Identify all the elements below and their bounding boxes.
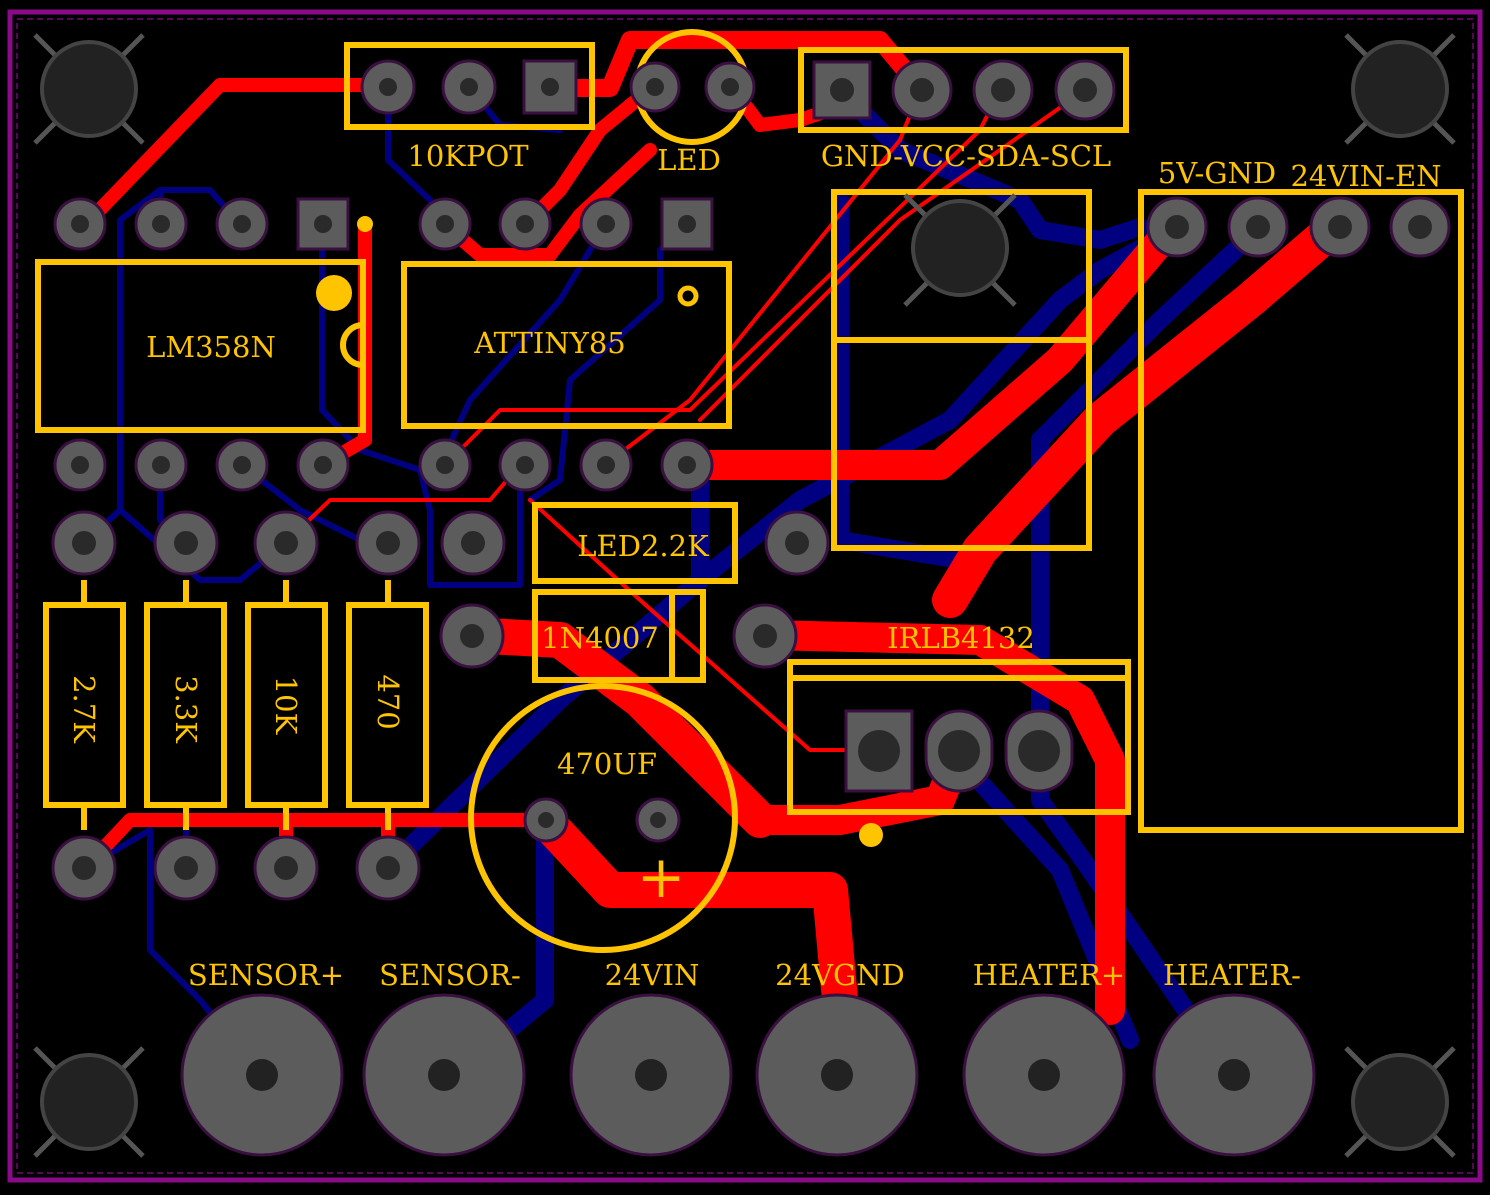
mcu-pin1-dot: [677, 285, 699, 307]
terminal-label-sensor-plus: SENSOR+: [188, 958, 344, 992]
diode-label: 1N4007: [541, 621, 659, 655]
opamp-outline: [35, 259, 366, 433]
enable-header-label: 24VIN-EN: [1290, 159, 1441, 193]
terminal-label-24vin: 24VIN: [605, 958, 700, 992]
terminal-label-24vgnd: 24VGND: [775, 958, 905, 992]
mounting-holes: [33, 33, 1456, 1158]
led-label: LED: [657, 143, 721, 177]
opamp-corner-dot: [357, 216, 373, 232]
top-copper-traces: [78, 31, 1353, 1025]
i2c-header-outline: [798, 47, 1129, 133]
opamp-notch: [340, 322, 364, 368]
mount-hole-top-left: [33, 33, 145, 145]
silkscreen-outlines: [35, 29, 1464, 953]
power-header-outline: [1138, 189, 1464, 833]
r2-label: 3.3K: [169, 675, 203, 744]
terminal-label-sensor-minus: SENSOR-: [379, 958, 521, 992]
mosfet-outline: [787, 659, 1131, 815]
capacitor-polarity-label: +: [637, 843, 686, 911]
power-header-label: 5V-GND: [1158, 156, 1276, 190]
mount-hole-bottom-left: [33, 1046, 145, 1158]
capacitor-label: 470UF: [557, 747, 657, 781]
r4-label: 470: [371, 674, 405, 729]
terminal-label-heater-plus: HEATER+: [973, 958, 1125, 992]
diode-outline: [532, 589, 706, 683]
mosfet-dot: [859, 823, 883, 847]
led-resistor-outline: [532, 502, 738, 584]
i2c-header-label: GND-VCC-SDA-SCL: [821, 139, 1111, 173]
capacitor-outline: [468, 683, 738, 953]
mount-hole-top-right: [1344, 33, 1456, 145]
r1-label: 2.7K: [67, 675, 101, 744]
pot-label: 10KPOT: [407, 139, 529, 173]
mosfet-label: IRLB4132: [887, 621, 1035, 655]
relay-module-outline: [831, 189, 1092, 551]
mount-hole-bottom-right: [1344, 1046, 1456, 1158]
led-resistor-label: LED2.2K: [577, 529, 710, 563]
terminal-label-heater-minus: HEATER-: [1163, 958, 1301, 992]
mount-hole-relay: [903, 193, 1017, 307]
silkscreen-labels: 10KPOT LED GND-VCC-SDA-SCL 5V-GND 24VIN-…: [67, 139, 1442, 992]
pot-outline: [344, 42, 595, 130]
mcu-label: ATTINY85: [473, 326, 625, 360]
r3-label: 10K: [269, 676, 303, 736]
opamp-pin1-dot: [316, 275, 352, 311]
silkscreen-markers: [316, 216, 883, 847]
mcu-outline: [401, 261, 732, 429]
board-outline: [7, 9, 1483, 1183]
pads: [51, 59, 1451, 1157]
opamp-label: LM358N: [146, 330, 276, 364]
